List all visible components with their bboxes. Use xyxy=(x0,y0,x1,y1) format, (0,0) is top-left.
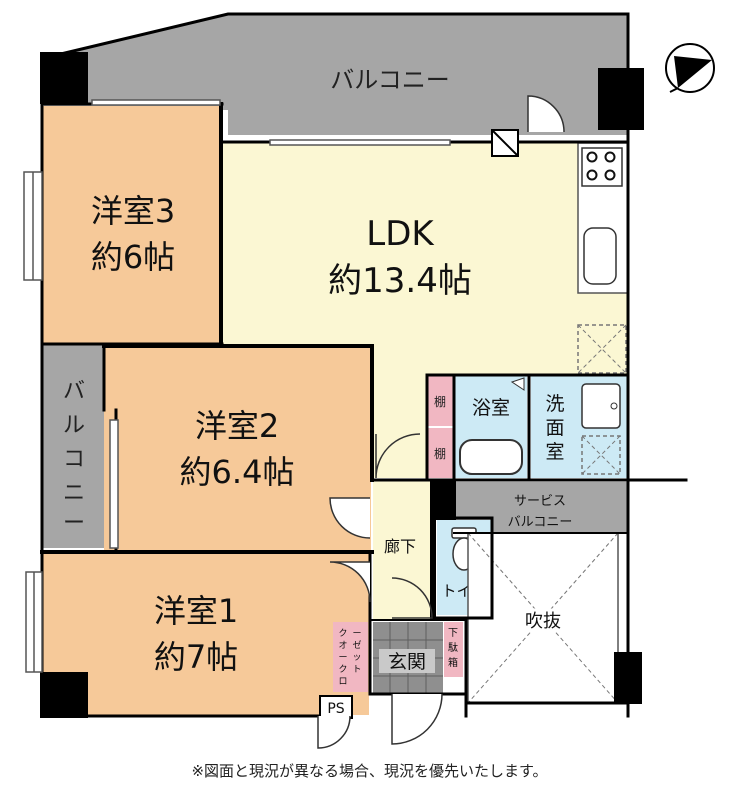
genkan-area xyxy=(373,622,443,694)
balcony-left-char: コ xyxy=(63,447,85,472)
shoe-box-label: 下 駄 箱 xyxy=(448,628,458,669)
ldk-name: LDK xyxy=(366,214,435,254)
washroom-char: 室 xyxy=(545,441,564,463)
balcony-left-char: バ xyxy=(63,379,85,404)
shoe-box-char: 下 xyxy=(448,628,458,639)
youshitsu3-name: 洋室3 xyxy=(91,192,175,230)
closet-char: ッ xyxy=(352,653,361,663)
ps-label: PS xyxy=(327,701,344,717)
closet-char: ロ xyxy=(338,677,347,687)
youshitsu2-size: 約6.4帖 xyxy=(180,453,295,491)
stove-icon xyxy=(581,147,623,187)
closet-char: ー xyxy=(352,629,361,639)
sink-icon xyxy=(583,227,617,285)
balcony-left-area xyxy=(42,345,110,548)
youshitsu1-area xyxy=(42,553,369,715)
closet-char: ト xyxy=(352,665,361,675)
youshitsu2-name: 洋室2 xyxy=(195,407,279,445)
service-balcony-line2: バルコニー xyxy=(508,515,573,530)
washer-space xyxy=(581,435,621,475)
bath-label: 浴室 xyxy=(472,397,510,419)
shoe-box-char: 駄 xyxy=(448,641,458,654)
bathtub-icon xyxy=(459,439,523,475)
shelf-bottom xyxy=(428,428,453,478)
fridge-space xyxy=(577,324,627,374)
balcony-left-char: ニ xyxy=(63,481,85,506)
ldk-size: 約13.4帖 xyxy=(328,261,472,301)
corridor-area xyxy=(373,480,431,620)
youshitsu2-area xyxy=(104,346,371,551)
youshitsu3-size: 約6帖 xyxy=(91,238,175,276)
genkan-label: 玄関 xyxy=(388,651,426,673)
shoe-box-char: 箱 xyxy=(448,656,458,669)
closet-char: ー xyxy=(338,653,347,663)
washbasin-icon xyxy=(581,383,621,429)
closet-area xyxy=(333,622,368,692)
atrium-label: 吹抜 xyxy=(525,611,561,632)
door-swing-icon xyxy=(317,95,565,749)
closet-char: ク xyxy=(338,628,347,639)
ldk-area xyxy=(222,143,628,478)
windows xyxy=(23,99,451,673)
washroom-char: 面 xyxy=(545,417,564,439)
closet-label: ク オ ー ク ロ ー ゼ ッ ト xyxy=(338,628,361,687)
compass-icon xyxy=(665,43,715,93)
balcony-top-label: バルコニー xyxy=(330,66,450,94)
pillars xyxy=(40,52,644,718)
youshitsu1-size: 約7帖 xyxy=(154,638,238,676)
washroom-char: 洗 xyxy=(545,393,564,415)
washroom-label: 洗 面 室 xyxy=(545,393,564,463)
youshitsu3-area xyxy=(42,106,222,344)
closet-char: オ xyxy=(338,640,347,651)
closet-char: ゼ xyxy=(352,639,361,651)
youshitsu1-name: 洋室1 xyxy=(154,592,238,630)
corridor-label: 廊下 xyxy=(384,537,416,556)
shoe-box-area xyxy=(444,622,463,677)
shelf-top xyxy=(428,376,453,426)
balcony-left-char: ル xyxy=(63,413,85,438)
shelf-bottom-label: 棚 xyxy=(434,446,446,461)
service-balcony-line1: サービス xyxy=(514,494,566,509)
shelf-top-label: 棚 xyxy=(434,394,446,409)
balcony-left-label: バ ル コ ニ ー xyxy=(63,379,85,536)
closet-char: ク xyxy=(338,664,347,675)
disclaimer-note: ※図面と現況が異なる場合、現況を優先いたします。 xyxy=(191,762,548,780)
balcony-left-char: ー xyxy=(63,511,85,536)
